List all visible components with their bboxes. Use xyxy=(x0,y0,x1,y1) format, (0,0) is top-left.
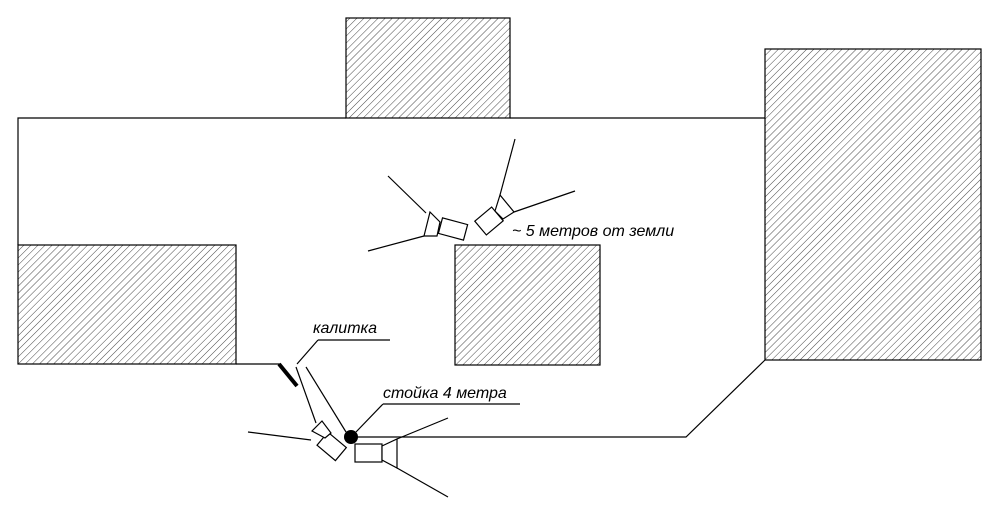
camera-bottom-right xyxy=(354,417,449,498)
camera-bottom-left xyxy=(247,366,348,462)
camera-lens-icon xyxy=(423,210,441,237)
building-center xyxy=(454,244,601,366)
building-top-center xyxy=(345,17,511,119)
gate-leader-line xyxy=(296,339,319,365)
camera-top-left xyxy=(367,175,469,252)
yard-outline xyxy=(17,117,766,438)
camera-fov-line xyxy=(513,190,576,213)
camera-fov-line xyxy=(396,467,449,498)
camera-fov-line xyxy=(387,175,427,214)
camera-lens-icon xyxy=(311,420,332,439)
camera-icon xyxy=(354,443,383,463)
camera-lens-icon xyxy=(381,438,398,469)
pole-leader-line xyxy=(355,403,384,433)
gate-icon xyxy=(277,362,299,388)
camera-fov-line xyxy=(247,431,312,441)
camera-fov-line xyxy=(367,235,425,252)
pole-icon xyxy=(344,430,358,444)
camera-top-right xyxy=(473,138,576,236)
building-right xyxy=(764,48,982,361)
building-left xyxy=(17,244,237,365)
pole-label: стойка 4 метра xyxy=(383,385,507,402)
pole-fov-line xyxy=(305,366,347,433)
camera-icon xyxy=(437,217,469,241)
camera-fov-line xyxy=(499,138,516,196)
height-label: ~ 5 метров от земли xyxy=(512,223,674,240)
fence-line-top xyxy=(17,117,346,245)
camera-fov-line xyxy=(295,366,317,424)
camera-icon xyxy=(316,431,348,462)
cable-line xyxy=(356,359,766,438)
camera-fov-line xyxy=(396,417,449,440)
gate-label: калитка xyxy=(313,320,377,337)
